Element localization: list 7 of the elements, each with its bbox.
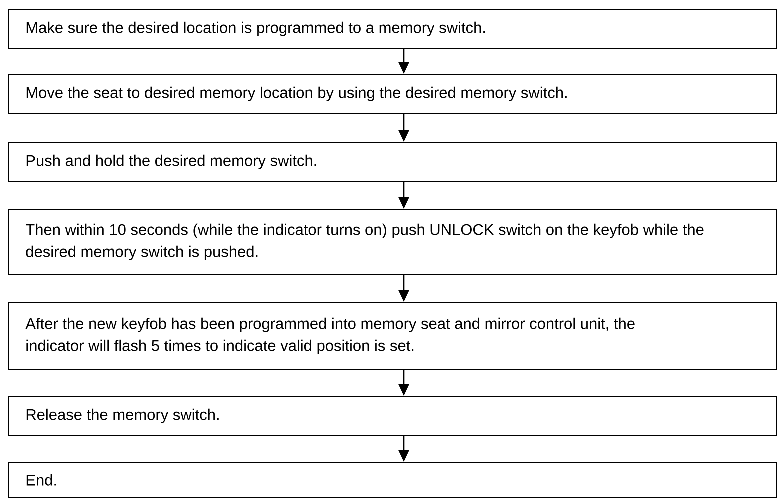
step-box: Then within 10 seconds (while the indicator turns on) push UNLOCK switch on the keyfob while the desired memory switch is pushed. <box>8 209 778 276</box>
step-box: Move the seat to desired memory location by using the desired memory switch. <box>8 74 778 114</box>
step-box: End. <box>8 462 778 498</box>
step-box: After the new keyfob has been programmed into memory seat and mirror control unit, the indicator will flash 5 times to indicate valid position is set. <box>8 302 778 370</box>
step-box: Push and hold the desired memory switch. <box>8 142 778 182</box>
step-box: Make sure the desired location is programmed to a memory switch. <box>8 9 778 50</box>
step-box: Release the memory switch. <box>8 396 778 436</box>
